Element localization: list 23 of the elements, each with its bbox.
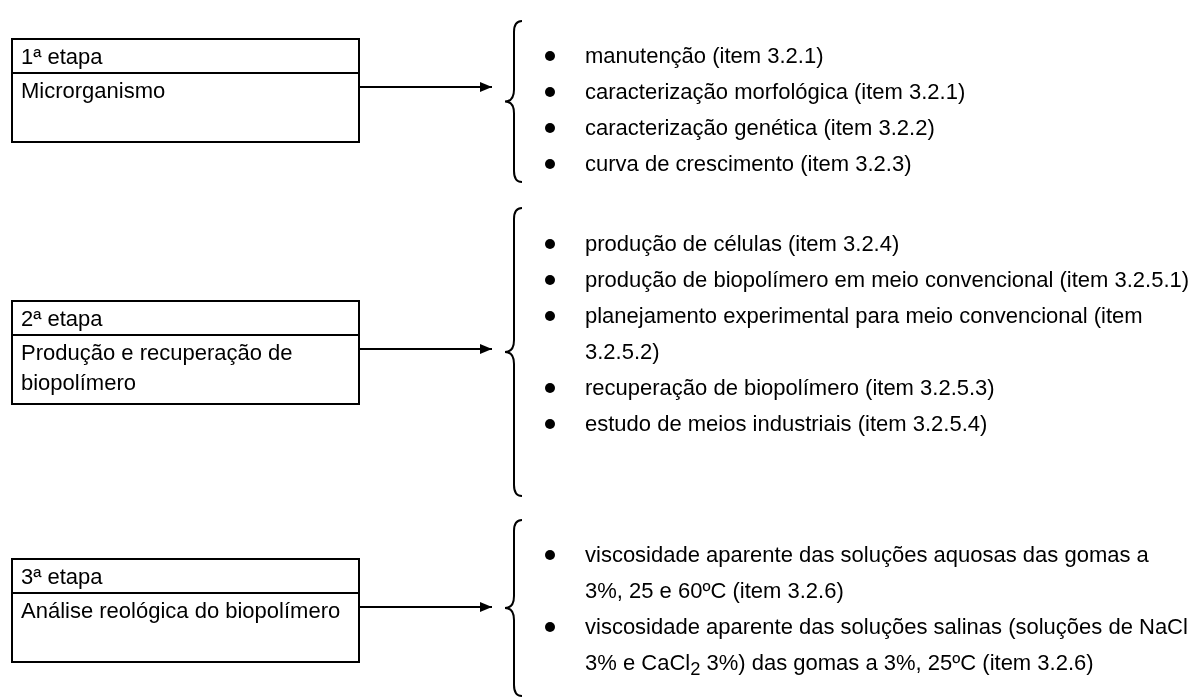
list-item-text: manutenção (item 3.2.1)	[585, 43, 824, 68]
list-item-text: planejamento experimental para meio convencional (item 3.2.5.2)	[585, 303, 1143, 364]
list-item-text: caracterização morfológica (item 3.2.1)	[585, 79, 966, 104]
arrow	[359, 344, 493, 354]
list-item-text: estudo de meios industriais (item 3.2.5.4)	[585, 411, 988, 436]
stage-heading: 2ª etapa	[13, 302, 358, 336]
list-item-text: produção de células (item 3.2.4)	[585, 231, 900, 256]
stage-box	[11, 38, 360, 143]
list-item-text: viscosidade aparente das soluções aquosas das gomas a 3%, 25 e 60ºC (item 3.2.6)	[585, 542, 1149, 603]
arrow	[359, 602, 493, 612]
stage-title: Produção e recuperação de biopolímero	[20, 339, 294, 397]
stage-title: Microrganismo	[20, 77, 167, 105]
list-item-text: recuperação de biopolímero (item 3.2.5.3)	[585, 375, 995, 400]
stage-title: Análise reológica do biopolímero	[20, 597, 342, 625]
stage-heading: 3ª etapa	[13, 560, 358, 594]
list-item-text: viscosidade aparente das soluções salinas (soluções de NaCl 3% e CaCl$_{2}$ 3%) das gomas a 3%, 25ºC (item 3.2.6)	[585, 614, 1188, 675]
stage-box	[11, 300, 360, 405]
list-item-text: curva de crescimento (item 3.2.3)	[585, 151, 912, 176]
stage-heading: 1ª etapa	[13, 40, 358, 74]
arrow	[359, 82, 493, 92]
list-item-text: caracterização genética (item 3.2.2)	[585, 115, 935, 140]
list-item-text: produção de biopolímero em meio convencional (item 3.2.5.1)	[585, 267, 1190, 292]
stage-box	[11, 558, 360, 663]
